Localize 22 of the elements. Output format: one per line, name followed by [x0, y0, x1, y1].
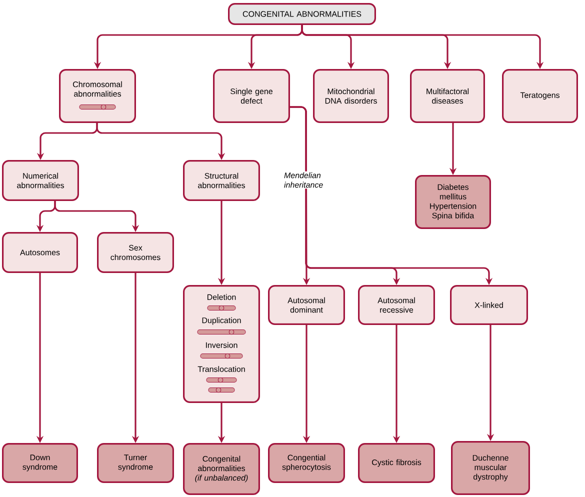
category-box: Cystic fibrosis	[358, 443, 435, 483]
category-box: Numerical abnormalities	[2, 160, 79, 201]
title-box: CONGENITAL ABNORMALITIES	[228, 3, 376, 25]
category-box: Teratogens	[502, 69, 578, 123]
category-box: Deletion Duplication Inversion Translocation	[183, 285, 260, 403]
category-box: Multifactoral diseases	[410, 69, 485, 123]
category-box: Autosomal recessive	[358, 285, 435, 325]
edge-label: Mendelian inheritance	[283, 171, 329, 189]
category-box: Sex chromosomes	[97, 232, 174, 273]
category-box: Autosomes	[2, 232, 78, 273]
category-box: Diabetes mellitus Hypertension Spina bifida	[415, 175, 491, 229]
category-box: Structural abnormalities	[183, 160, 260, 201]
category-box: Duchenne muscular dystrophy	[451, 441, 530, 495]
category-box: Autosomal dominant	[268, 285, 345, 325]
category-box: X-linked	[450, 285, 528, 325]
category-box: Mitochondrial DNA disorders	[313, 69, 389, 123]
category-box: Chromosomal abnormalities	[59, 69, 136, 123]
category-box: Turner syndrome	[97, 443, 174, 483]
category-box: Congenital abnormalities (if unbalanced)	[183, 443, 260, 495]
category-box: Down syndrome	[2, 443, 78, 483]
category-box: Single gene defect	[213, 69, 290, 123]
category-box: Congential spherocytosis	[268, 443, 345, 483]
